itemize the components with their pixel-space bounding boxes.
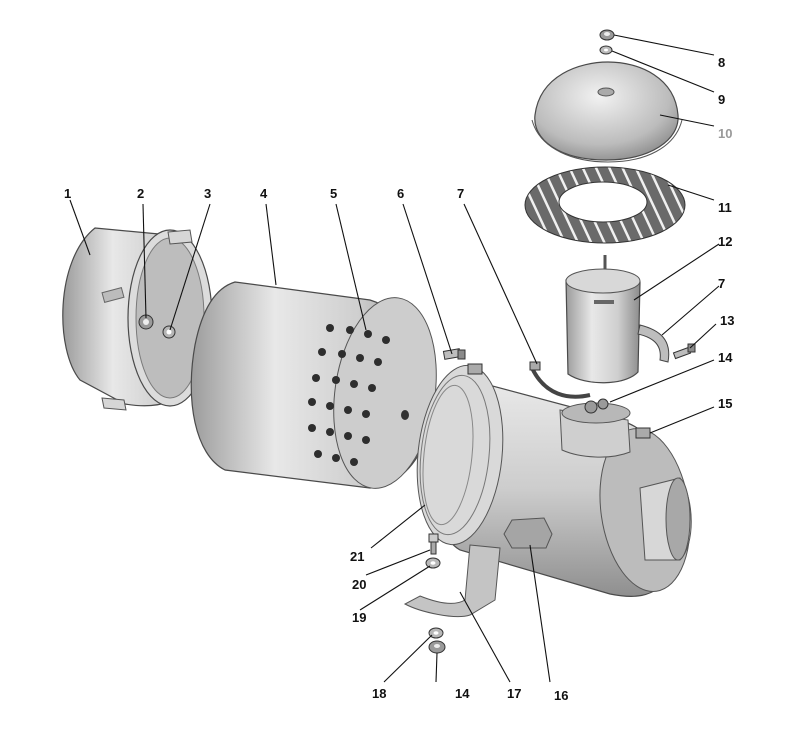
main-filter-element-part bbox=[190, 281, 437, 489]
callout-9: 9 bbox=[718, 92, 725, 107]
leader-lines bbox=[69, 34, 720, 683]
washer-part-18 bbox=[428, 627, 444, 639]
callout-3: 3 bbox=[204, 186, 211, 201]
bolt-part-20 bbox=[428, 533, 439, 555]
callout-4: 4 bbox=[260, 186, 268, 201]
callout-18: 18 bbox=[372, 686, 386, 701]
callout-20: 20 bbox=[352, 577, 366, 592]
front-cover-part bbox=[62, 227, 213, 411]
washer-part-3 bbox=[162, 325, 176, 339]
inner-filter-perforations-part bbox=[308, 324, 390, 466]
nut-part-8 bbox=[599, 29, 615, 41]
callout-19: 19 bbox=[352, 610, 366, 625]
inspection-plate-part-16 bbox=[503, 517, 553, 549]
callout-17: 17 bbox=[507, 686, 521, 701]
callout-14-top: 14 bbox=[718, 350, 733, 365]
washer-part-9 bbox=[599, 45, 613, 55]
clamp-band-part-7-left bbox=[529, 361, 591, 399]
precleaner-tube-part-12 bbox=[565, 255, 641, 384]
callout-5: 5 bbox=[330, 186, 337, 201]
bolt-part-13 bbox=[672, 343, 696, 360]
callout-labels: 1 2 3 4 5 6 7 7 8 9 10 11 12 13 14 14 15… bbox=[64, 55, 734, 703]
callout-16: 16 bbox=[554, 688, 568, 703]
bolt-part-6 bbox=[442, 348, 466, 360]
washer-part-19 bbox=[425, 557, 441, 569]
nut-part-14a bbox=[584, 398, 609, 414]
callout-13: 13 bbox=[720, 313, 734, 328]
callout-6: 6 bbox=[397, 186, 404, 201]
callout-12: 12 bbox=[718, 234, 732, 249]
nut-part-2 bbox=[138, 314, 154, 330]
callout-10: 10 bbox=[718, 126, 732, 141]
mesh-screen-part-11 bbox=[524, 166, 686, 244]
nut-part-14b bbox=[428, 640, 446, 654]
clamp-band-part-7 bbox=[637, 324, 670, 363]
callout-11: 11 bbox=[718, 200, 732, 215]
mounting-bracket-part-17 bbox=[403, 544, 501, 618]
callout-8: 8 bbox=[718, 55, 725, 70]
callout-7-left: 7 bbox=[457, 186, 464, 201]
callout-2: 2 bbox=[137, 186, 144, 201]
callout-15: 15 bbox=[718, 396, 732, 411]
callout-14-bottom: 14 bbox=[455, 686, 470, 701]
callout-7-right: 7 bbox=[718, 276, 725, 291]
housing-part bbox=[416, 363, 692, 598]
callout-21: 21 bbox=[350, 549, 364, 564]
top-cover-part-10 bbox=[531, 61, 683, 163]
callout-1: 1 bbox=[64, 186, 71, 201]
